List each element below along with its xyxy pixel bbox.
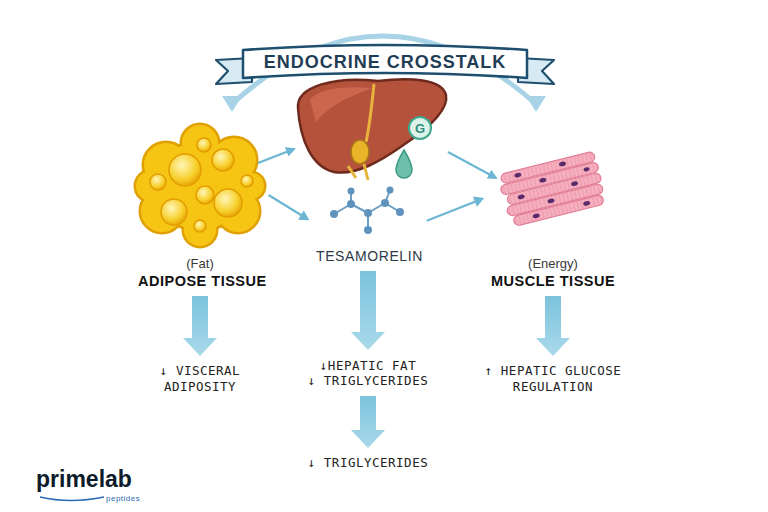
liver-arrows-part <box>448 152 496 178</box>
adipose-illustration-part-part <box>196 186 214 204</box>
node-label: TESAMORELIN <box>316 248 420 265</box>
tissue-node: (Energy)MUSCLE TISSUE <box>487 150 619 292</box>
effect-text-box: ↓ VISCERAL ADIPOSITY <box>138 360 262 397</box>
glucose-circle: G <box>408 116 432 140</box>
adipose-illustration-part-part <box>161 199 187 225</box>
liver-arrows-part <box>258 149 294 163</box>
adipose-illustration-part-part <box>212 149 234 171</box>
molecule-icon <box>330 187 404 235</box>
node-subtitle: (Fat) <box>186 256 213 272</box>
block-arrow <box>351 396 385 448</box>
liver-illustration-part <box>348 164 368 180</box>
liver-illustration <box>298 79 446 180</box>
adipose-illustration-part-part <box>169 154 201 186</box>
muscle-illustration-part-part <box>532 213 540 219</box>
muscle-illustration-part-part <box>571 181 579 187</box>
liver-illustration-part <box>298 79 446 172</box>
peptide-node: TESAMORELIN <box>312 185 424 267</box>
crosstalk-arc-part <box>526 96 546 112</box>
title-text: ENDOCRINE CROSSTALK <box>245 49 525 76</box>
node-label: ↓ VISCERAL ADIPOSITY <box>142 363 258 394</box>
adipose-illustration-part-part <box>214 189 242 217</box>
adipose-illustration-part-part <box>238 173 264 199</box>
block-arrow <box>351 271 385 350</box>
muscle-illustration-part-part <box>583 200 591 206</box>
liver-arrows <box>258 149 496 178</box>
muscle-illustration-part-part <box>583 167 590 172</box>
muscle-illustration-part-part <box>559 161 567 167</box>
flow-arrow <box>268 194 309 220</box>
molecule-icon-part <box>364 226 372 234</box>
node-label: ↓ TRIGLYCERIDES <box>308 373 428 389</box>
effect-text-box: ↑ HEPATIC GLUCOSE REGULATION <box>475 360 631 397</box>
muscle-illustration-part <box>497 151 607 228</box>
effect-text-box: ↓ TRIGLYCERIDES <box>293 452 443 474</box>
molecule-icon-part <box>330 210 338 218</box>
muscle-illustration-part-part <box>517 194 525 200</box>
logo-mark <box>40 497 104 501</box>
logo-tagline: peptides <box>106 494 140 503</box>
adipose-illustration-part-part <box>136 171 166 201</box>
glucose-drop-part <box>396 150 412 178</box>
muscle-illustration-part-part <box>513 194 605 226</box>
adipose-illustration-part-part <box>197 138 211 152</box>
logo-wordmark: primelab <box>36 466 132 493</box>
molecule-icon-part <box>364 209 372 217</box>
molecule-icon-part <box>387 187 394 194</box>
title-banner-part <box>243 45 527 78</box>
title-banner <box>216 45 554 84</box>
adipose-illustration-part <box>150 138 253 232</box>
adipose-illustration-part-part <box>238 173 264 199</box>
block-arrow <box>536 296 570 356</box>
node-label: G <box>415 121 425 136</box>
node-label: ↓ TRIGLYCERIDES <box>308 455 428 471</box>
tissue-node: (Fat)ADIPOSE TISSUE <box>134 122 266 292</box>
molecule-icon-part <box>347 200 355 208</box>
molecule-icon-part <box>396 208 404 216</box>
block-arrow <box>183 296 217 356</box>
flow-arrow <box>426 197 484 222</box>
adipose-illustration <box>136 125 264 246</box>
muscle-illustration-part-part <box>514 172 522 178</box>
glucose-drop <box>396 150 412 178</box>
molecule-icon-part <box>381 199 389 207</box>
muscle-illustration-part-part <box>539 177 547 183</box>
muscle-illustration-part <box>497 151 607 228</box>
muscle-illustration-part <box>512 156 598 221</box>
adipose-illustration-part-part <box>136 171 166 201</box>
adipose-illustration-part-part <box>184 214 216 246</box>
adipose-illustration-part-part <box>184 214 216 246</box>
crosstalk-arc-part <box>222 96 242 112</box>
adipose-illustration-part <box>136 125 264 246</box>
adipose-illustration-part <box>136 125 264 246</box>
adipose-illustration-part-part <box>194 220 206 232</box>
adipose-illustration-part-part <box>150 174 166 190</box>
node-subtitle: ↓HEPATIC FAT <box>320 358 416 374</box>
node-label: ADIPOSE TISSUE <box>138 272 262 290</box>
node-label: ↑ HEPATIC GLUCOSE REGULATION <box>479 363 627 394</box>
effect-text-box: ↓HEPATIC FAT↓ TRIGLYCERIDES <box>290 354 446 392</box>
circle-outline-shape <box>409 117 431 139</box>
node-label: MUSCLE TISSUE <box>491 272 615 290</box>
liver-illustration-part <box>351 140 369 164</box>
liver-illustration-part <box>310 87 372 122</box>
molecule-icon-part <box>348 188 355 195</box>
node-subtitle: (Energy) <box>528 256 578 272</box>
logo-mark-part <box>40 497 104 501</box>
liver-illustration-part <box>366 84 374 142</box>
muscle-illustration <box>497 151 607 228</box>
adipose-illustration-part-part <box>241 175 253 187</box>
muscle-illustration-part-part <box>547 198 555 204</box>
